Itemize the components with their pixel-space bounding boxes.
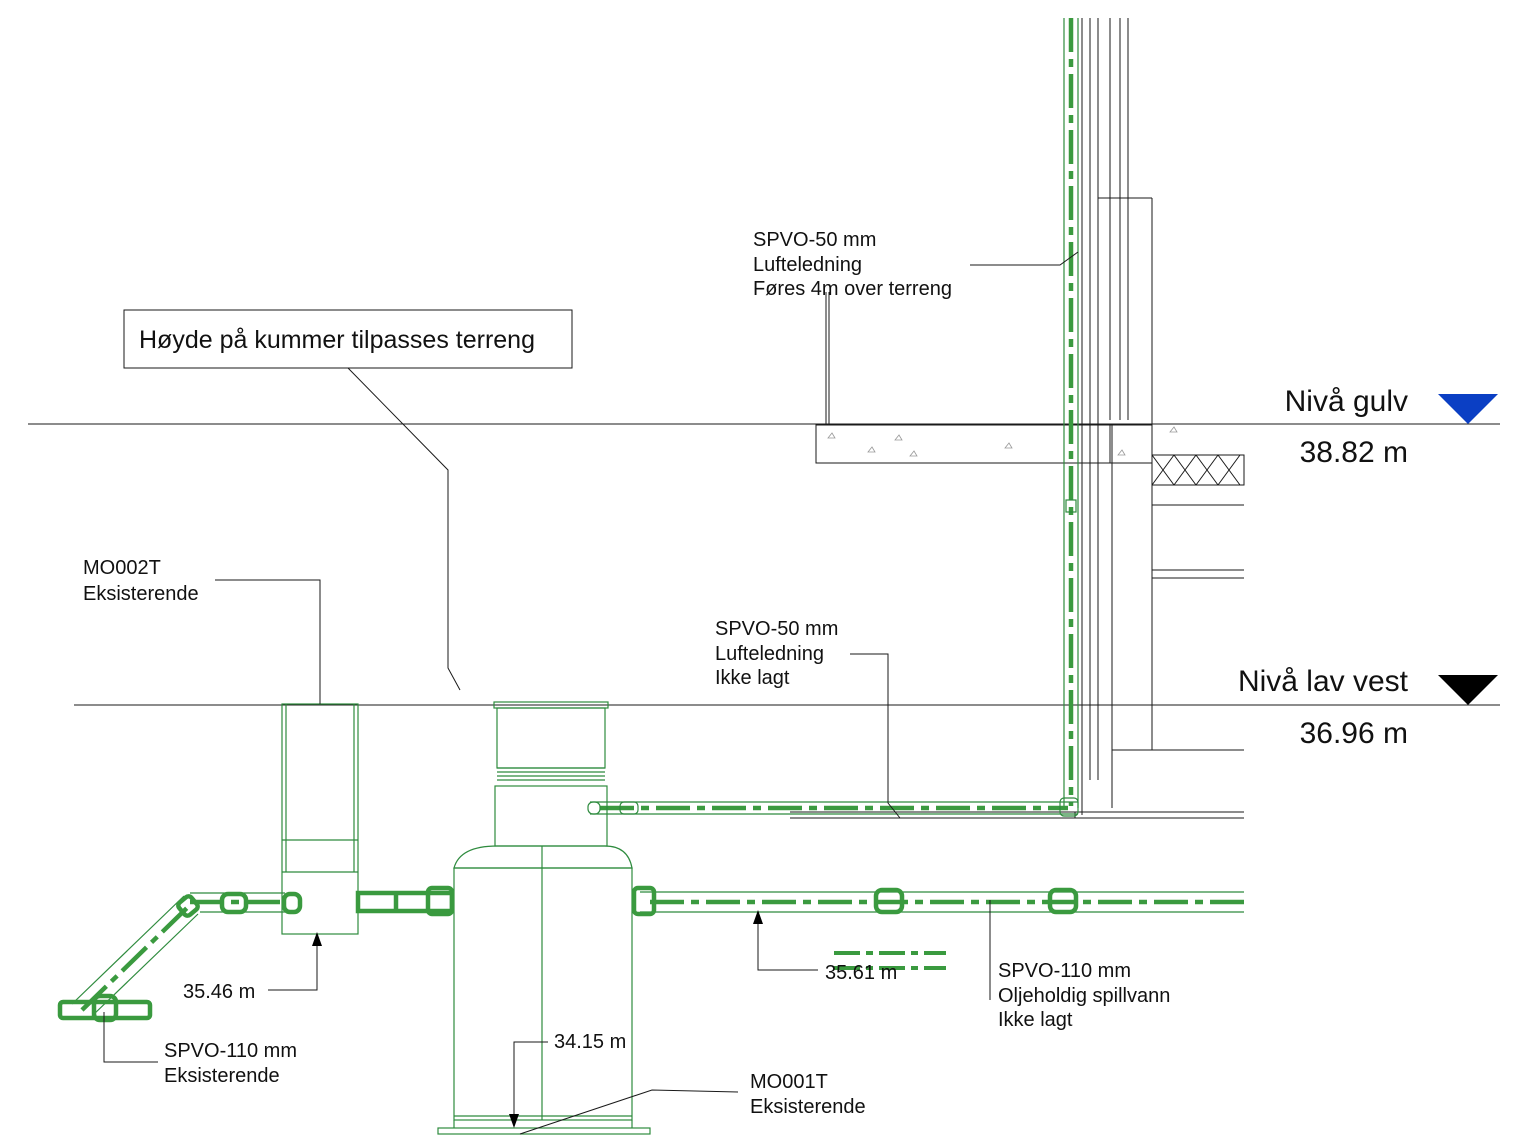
pipe-connector (355, 885, 455, 917)
elev-3546-text: 35.46 m (183, 981, 255, 1003)
oily-line2: Oljeholdig spillvann (998, 985, 1170, 1007)
elev-3415-leader (513, 1041, 548, 1120)
level-floor-elevation: 38.82 m (1300, 436, 1408, 469)
vent-lower-line1: SPVO-50 mm (715, 618, 838, 640)
vent-lower-leader (850, 653, 901, 819)
existing-pipe-line2: Eksisterende (164, 1065, 280, 1087)
existing-pipe-leader (103, 1012, 158, 1063)
mo001t-line2: Eksisterende (750, 1096, 866, 1118)
manhole-mo002t (281, 703, 359, 935)
pipe-existing (57, 891, 303, 1023)
mo001t-line1: MO001T (750, 1071, 828, 1093)
vent-upper-line3: Føres 4m over terreng (753, 278, 952, 300)
note-box-text: Høyde på kummer tilpasses terreng (139, 326, 535, 354)
mo002t-leader (215, 579, 321, 704)
mo002t-line1: MO002T (83, 557, 161, 579)
mo001t-leader (519, 1089, 739, 1135)
vent-lower-line3: Ikke lagt (715, 667, 790, 689)
elev-3415-text: 34.15 m (554, 1031, 626, 1053)
elev-3561-leader (757, 918, 818, 971)
concrete-hatch (827, 426, 1178, 457)
vent-upper-line1: SPVO-50 mm (753, 229, 876, 251)
mo002t-line2: Eksisterende (83, 583, 199, 605)
elev-3561-arrow-icon (753, 910, 763, 924)
vent-upper-line2: Lufteledning (753, 254, 862, 276)
level-marker-low-west-icon (1438, 675, 1498, 705)
elev-3546-leader (268, 940, 318, 991)
level-low-west-name: Nivå lav vest (1238, 665, 1409, 698)
note-leader (347, 367, 461, 691)
oily-line1: SPVO-110 mm (998, 960, 1131, 982)
manhole-mo001t (437, 701, 651, 1135)
existing-pipe-line1: SPVO-110 mm (164, 1040, 297, 1062)
level-low-west-elevation: 36.96 m (1300, 717, 1408, 750)
level-floor-name: Nivå gulv (1285, 385, 1408, 418)
pipe-oily (631, 885, 1244, 970)
elev-3415-arrow-icon (509, 1114, 519, 1128)
vent-upper-leader (970, 251, 1079, 266)
building-wall (790, 18, 1245, 819)
oily-line3: Ikke lagt (998, 1009, 1073, 1031)
vent-lower-line2: Lufteledning (715, 643, 824, 665)
elev-3546-arrow-icon (312, 932, 322, 946)
elev-3561-text: 35.61 m (825, 962, 897, 984)
level-marker-floor-icon (1438, 394, 1498, 424)
